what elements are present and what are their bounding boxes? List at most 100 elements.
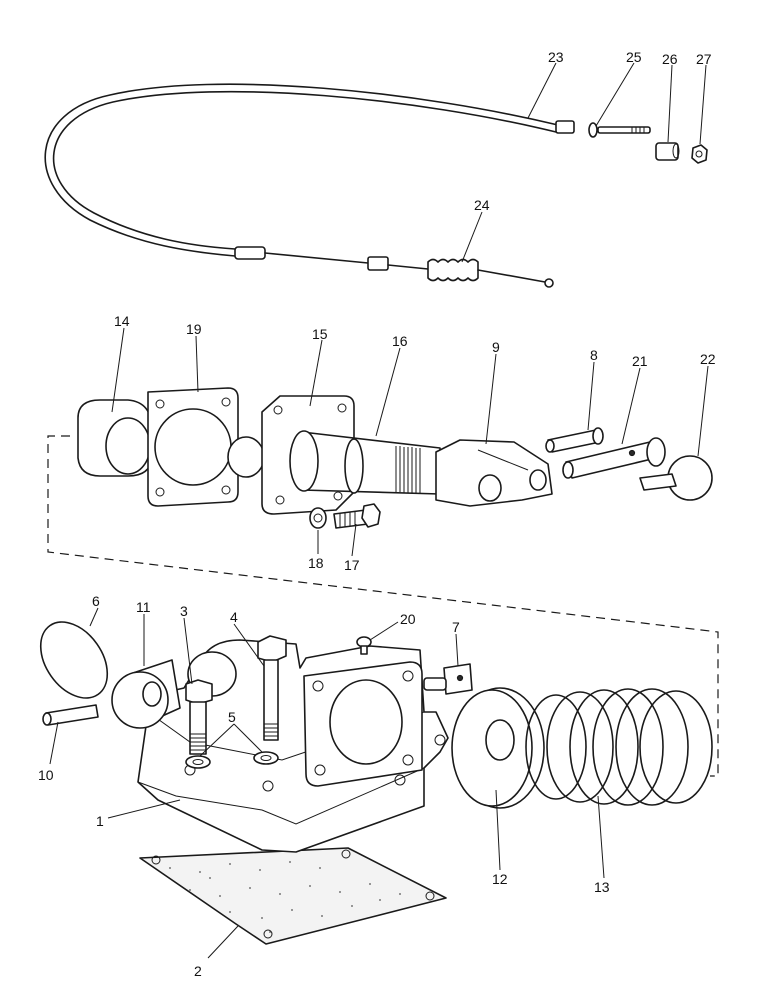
pin-8 <box>547 429 601 453</box>
main-housing-1-base-edge <box>137 767 425 825</box>
washer-18 <box>309 507 327 529</box>
callout-14: 14 <box>114 313 130 329</box>
callout-24: 24 <box>474 197 490 213</box>
cable-lower-sheath <box>264 252 369 264</box>
main-housing-1-bore <box>329 679 403 765</box>
callout-3: 3 <box>180 603 188 619</box>
seal-ring-16 <box>344 438 364 494</box>
locknut-26-face <box>672 143 680 159</box>
coil-spring-13 <box>525 688 713 806</box>
callout-18: 18 <box>308 555 324 571</box>
callout-8: 8 <box>590 347 598 363</box>
callout-5: 5 <box>228 709 236 725</box>
callout-4: 4 <box>230 609 238 625</box>
callout-22: 22 <box>700 351 716 367</box>
clevis-9-pin-hole-near <box>478 474 502 502</box>
bolt-3-head <box>185 679 213 705</box>
bolt-3-shank <box>189 701 207 755</box>
callout-19: 19 <box>186 321 202 337</box>
gasket-2-texture <box>169 861 401 933</box>
housing-15-rear-boss <box>227 436 265 478</box>
gasket-2-bolt-hole-a <box>151 855 161 865</box>
bolt-4-shank <box>263 659 279 741</box>
callout-7: 7 <box>452 619 460 635</box>
spring-clip-22 <box>667 455 713 501</box>
main-housing-1-foot-hole-b <box>262 780 274 792</box>
cable-upper-ferrule <box>555 120 575 134</box>
housing-15-bolt-hole-a <box>273 405 283 415</box>
washer-5-right-hole <box>260 755 272 761</box>
washer-5-left <box>185 755 211 769</box>
ram-cylinder-assembly <box>77 387 713 529</box>
cable-threaded-end <box>597 126 651 134</box>
nut-27 <box>691 144 708 164</box>
callout-15: 15 <box>312 326 328 342</box>
control-cable-assembly <box>44 83 708 288</box>
housing-15-bolt-hole-b <box>337 403 347 413</box>
callout-6: 6 <box>92 593 100 609</box>
gasket-2 <box>139 847 447 945</box>
bolt-3-thread <box>190 733 206 751</box>
washer-18-hole <box>313 513 323 523</box>
callout-13: 13 <box>594 879 610 895</box>
washer-25 <box>588 122 598 138</box>
block-7-spigot <box>423 677 447 691</box>
callout-11: 11 <box>136 599 151 615</box>
clevis-pin-21-cross-hole <box>628 449 636 457</box>
locknut-26 <box>655 142 679 161</box>
callout-23: 23 <box>548 49 564 65</box>
bolt-17-thread <box>339 512 356 527</box>
callout-10: 10 <box>38 767 54 783</box>
cable-outer-upper <box>44 83 559 257</box>
washer-5-left-hole <box>192 759 204 765</box>
clevis-9-pin-hole-far <box>529 469 547 491</box>
bolt-4-head <box>257 635 287 663</box>
main-housing-1-face-hole-a <box>312 680 324 692</box>
gasket-19-hole <box>154 408 232 486</box>
grease-nipple-20-stem <box>360 645 368 655</box>
gasket-19-bolt-hole-c <box>155 487 165 497</box>
piston-thread <box>395 446 421 494</box>
bolt-17-head <box>361 503 381 528</box>
disc-6 <box>39 621 109 699</box>
cable-lower-ferrule <box>234 246 266 260</box>
main-housing-1-foot-hole-c <box>394 774 406 786</box>
clevis-pin-21-head <box>646 437 666 467</box>
callout-27: 27 <box>696 51 712 67</box>
housing-15-bolt-hole-d <box>333 491 343 501</box>
assembly-boundary-dashed <box>47 435 719 777</box>
pin-8-end <box>545 439 555 453</box>
gasket-19-bolt-hole-b <box>221 397 231 407</box>
callout-17: 17 <box>344 557 360 573</box>
nut-27-bore <box>695 150 703 158</box>
main-housing-1-face-hole-d <box>402 754 414 766</box>
gasket-2-bolt-hole-b <box>341 849 351 859</box>
end-cap-14-opening <box>105 417 151 475</box>
gasket-19-bolt-hole-a <box>155 399 165 409</box>
cable-thread-lines <box>631 127 645 133</box>
pin-8-head <box>592 427 604 445</box>
block-7-hole <box>456 674 464 682</box>
main-housing-1-foot-hole-d <box>434 734 446 746</box>
clevis-pin-21 <box>565 441 657 479</box>
callout-20: 20 <box>400 611 416 627</box>
housing-15-bolt-hole-c <box>275 495 285 505</box>
cable-outer-lower <box>52 90 557 250</box>
gasket-2-bolt-hole-c <box>425 891 435 901</box>
pin-10 <box>45 704 99 726</box>
gasket-19-bolt-hole-d <box>221 485 231 495</box>
spacer-11-bore <box>142 681 162 707</box>
callout-16: 16 <box>392 333 408 349</box>
callout-26: 26 <box>662 51 678 67</box>
clevis-9 <box>435 439 553 507</box>
clevis-pin-21-end <box>562 461 574 479</box>
callout-labels: 23 25 26 27 24 14 19 15 16 9 8 21 22 18 … <box>38 49 716 979</box>
washer-5-right <box>253 751 279 765</box>
cable-nipple <box>544 278 554 288</box>
callout-21: 21 <box>632 353 648 369</box>
main-housing-1-face-hole-b <box>402 670 414 682</box>
piston-face <box>289 430 319 492</box>
cable-inner-wire <box>477 269 546 283</box>
